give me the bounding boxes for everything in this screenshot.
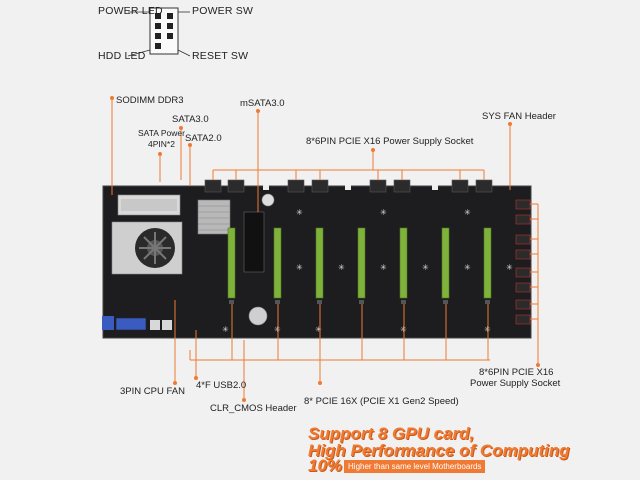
label-hdd-led: HDD LED bbox=[98, 50, 146, 62]
label-sodimm: SODIMM DDR3 bbox=[116, 95, 184, 106]
label-sata-power: SATA Power bbox=[138, 128, 185, 138]
label-sys-fan: SYS FAN Header bbox=[482, 111, 556, 122]
label-reset-sw: RESET SW bbox=[192, 50, 249, 62]
front-panel-pin-header bbox=[127, 7, 191, 57]
label-pcie-power-top: 8*6PIN PCIE X16 Power Supply Socket bbox=[306, 136, 474, 147]
svg-text:✳: ✳ bbox=[422, 263, 429, 272]
label-cpu-fan: 3PIN CPU FAN bbox=[120, 386, 185, 397]
leader-lines bbox=[111, 98, 539, 400]
label-sata-power-pin: 4PIN*2 bbox=[148, 139, 175, 149]
label-sata2: SATA2.0 bbox=[185, 133, 222, 144]
svg-text:✳: ✳ bbox=[338, 263, 345, 272]
svg-text:✳: ✳ bbox=[506, 263, 513, 272]
label-msata: mSATA3.0 bbox=[240, 98, 285, 109]
label-usb: 4*F USB2.0 bbox=[196, 380, 247, 391]
svg-text:✳: ✳ bbox=[380, 208, 387, 217]
label-pcie-power-right-1: 8*6PIN PCIE X16 bbox=[479, 367, 554, 378]
promo-line-2: High Performance of Computing bbox=[308, 441, 570, 460]
label-power-led: POWER LED bbox=[98, 5, 163, 17]
svg-text:✳: ✳ bbox=[380, 263, 387, 272]
label-clr-cmos: CLR_CMOS Header bbox=[210, 403, 297, 414]
svg-text:✳: ✳ bbox=[222, 325, 229, 334]
svg-text:✳: ✳ bbox=[296, 263, 303, 272]
label-power-sw: POWER SW bbox=[192, 5, 254, 17]
promo-line-1: Support 8 GPU card, bbox=[308, 424, 475, 443]
label-pcie-slots: 8* PCIE 16X (PCIE X1 Gen2 Speed) bbox=[304, 396, 459, 407]
label-sata3: SATA3.0 bbox=[172, 114, 209, 125]
promo-line-3: 10% Higher than same level Motherboards bbox=[308, 456, 486, 475]
promo-percent: 10% bbox=[308, 456, 343, 475]
svg-text:✳: ✳ bbox=[315, 325, 322, 334]
motherboard: ✳ ✳ ✳ ✳ ✳ ✳ ✳ ✳ ✳ ✳ ✳ ✳ ✳ ✳ bbox=[102, 179, 532, 339]
svg-text:✳: ✳ bbox=[464, 208, 471, 217]
svg-text:✳: ✳ bbox=[296, 208, 303, 217]
promo-subtext: Higher than same level Motherboards bbox=[344, 459, 486, 473]
leader-dots bbox=[110, 96, 540, 402]
svg-text:✳: ✳ bbox=[464, 263, 471, 272]
label-pcie-power-right-2: Power Supply Socket bbox=[470, 378, 561, 389]
